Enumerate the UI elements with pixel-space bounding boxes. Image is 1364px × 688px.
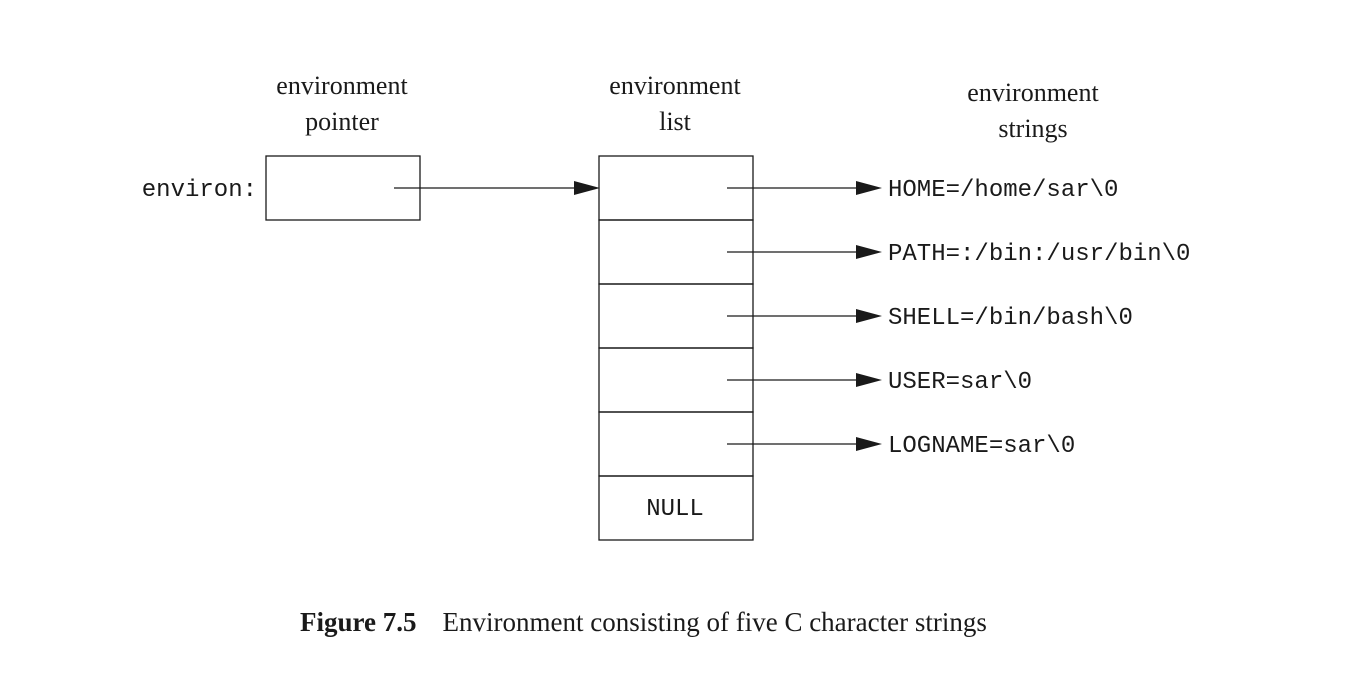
heading-strings-line2: strings <box>998 114 1067 143</box>
environment-list <box>598 155 754 541</box>
heading-pointer-line2: pointer <box>305 107 379 136</box>
heading-list-line2: list <box>659 107 692 136</box>
list-cell-null <box>598 475 754 541</box>
string-arrow-head-3 <box>856 309 882 323</box>
caption-text: Environment consisting of five C charact… <box>443 607 987 637</box>
string-arrow-head-1 <box>856 181 882 195</box>
null-label: NULL <box>646 496 704 523</box>
heading-strings-line1: environment <box>967 78 1099 107</box>
figure-caption: Figure 7.5 Environment consisting of fiv… <box>300 607 987 637</box>
pointer-arrow-head <box>574 181 600 195</box>
string-arrow-head-5 <box>856 437 882 451</box>
env-string-logname: LOGNAME=sar\0 <box>888 433 1075 460</box>
caption-figure-number: Figure 7.5 <box>300 607 417 637</box>
environ-label: environ: <box>142 177 257 204</box>
env-string-path: PATH=:/bin:/usr/bin\0 <box>888 241 1190 268</box>
env-string-user: USER=sar\0 <box>888 369 1032 396</box>
heading-pointer-line1: environment <box>276 71 408 100</box>
env-string-shell: SHELL=/bin/bash\0 <box>888 305 1133 332</box>
env-string-home: HOME=/home/sar\0 <box>888 177 1118 204</box>
string-arrow-head-4 <box>856 373 882 387</box>
heading-list-line1: environment <box>609 71 741 100</box>
string-arrow-head-2 <box>856 245 882 259</box>
